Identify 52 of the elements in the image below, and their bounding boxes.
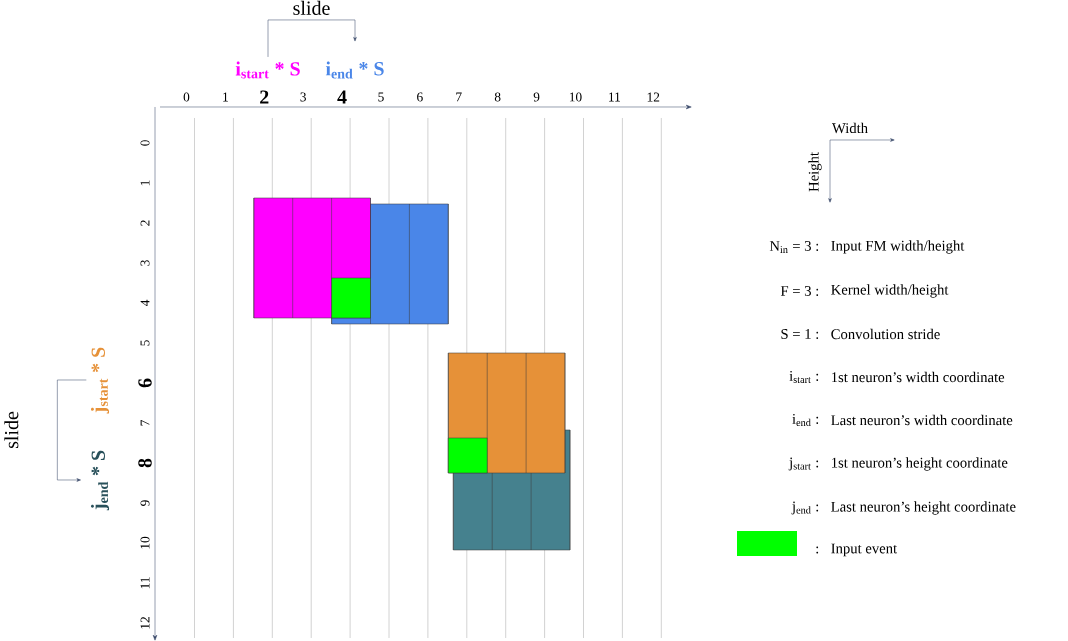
tick-label: 5 bbox=[140, 340, 150, 346]
bracket-arrow bbox=[267, 19, 357, 58]
tick-label: 4 bbox=[337, 90, 347, 104]
definition-text: Convolution stride bbox=[831, 328, 940, 340]
tick-label: 11 bbox=[140, 577, 150, 589]
axis-label: Height bbox=[808, 152, 822, 192]
tick-label: 9 bbox=[533, 92, 540, 102]
tick-label: 3 bbox=[140, 260, 150, 266]
tick-label: 5 bbox=[378, 92, 384, 102]
tick-label: 10 bbox=[140, 536, 150, 549]
symbol-label: i$_{start}$ : bbox=[789, 371, 819, 383]
formula-label: i$_{end}$ * S bbox=[325, 61, 384, 79]
tick-label: 7 bbox=[140, 420, 150, 426]
tick-label: 6 bbox=[417, 92, 423, 102]
tick-label: 3 bbox=[300, 92, 306, 102]
symbol-label: i$_{end}$ : bbox=[792, 414, 819, 426]
symbol-label: S = 1 : bbox=[781, 329, 819, 339]
axis-label: Width bbox=[832, 122, 868, 134]
tick-label: 12 bbox=[647, 92, 660, 102]
tick-label: 1 bbox=[223, 92, 228, 102]
formula-label: j$_{start}$ * S bbox=[90, 347, 110, 414]
tick-label: 0 bbox=[140, 140, 150, 146]
tick-label: 12 bbox=[140, 617, 150, 629]
tick-label: 10 bbox=[569, 92, 582, 102]
formula-label: j$_{end}$ * S bbox=[90, 450, 110, 511]
tick-label: 11 bbox=[609, 92, 620, 102]
definition-text: Last neuron’s height coordinate bbox=[831, 501, 1016, 515]
definition-text: Kernel width/height bbox=[831, 284, 949, 298]
symbol-label: j$_{start}$ : bbox=[788, 457, 819, 471]
tick-label: 6 bbox=[138, 378, 152, 388]
edge-label: slide bbox=[4, 411, 19, 449]
tick-label: 8 bbox=[494, 92, 501, 102]
tick-label: 1 bbox=[140, 180, 150, 186]
tick-label: 7 bbox=[456, 92, 462, 102]
tick-label: 2 bbox=[140, 220, 150, 226]
tick-label: 8 bbox=[138, 458, 152, 468]
tick-label: 4 bbox=[140, 299, 150, 307]
bracket-arrow bbox=[57, 379, 87, 482]
definition-text: 1st neuron’s height coordinate bbox=[832, 457, 1008, 471]
edge-label: slide bbox=[293, 0, 330, 15]
definition-text: Input FM width/height bbox=[831, 240, 965, 254]
symbol-label: N$_{in}$ = 3 : bbox=[769, 241, 819, 253]
tick-label: 0 bbox=[183, 92, 190, 102]
symbol-label: j$_{end}$ : bbox=[791, 501, 819, 515]
formula-label: i$_{start}$ * S bbox=[235, 61, 300, 79]
symbol-label: : bbox=[816, 546, 819, 554]
tick-label: 2 bbox=[260, 90, 269, 104]
symbol-label: F = 3 : bbox=[780, 286, 819, 296]
definition-text: Last neuron’s width coordinate bbox=[831, 414, 1013, 426]
legend-text: Input event bbox=[831, 543, 898, 557]
definition-text: 1st neuron’s width coordinate bbox=[832, 371, 1005, 383]
tick-label: 9 bbox=[140, 500, 150, 506]
